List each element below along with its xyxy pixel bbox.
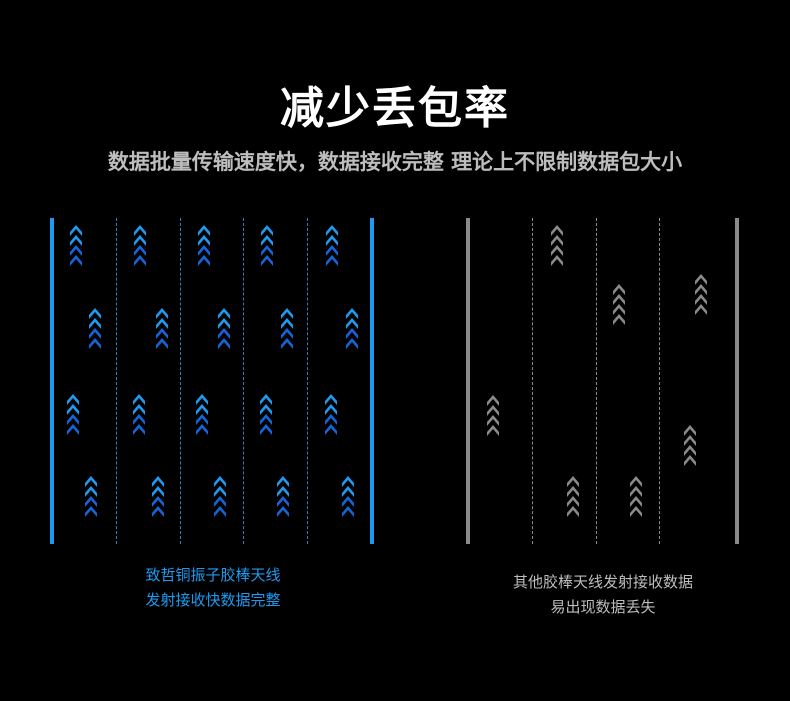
page-subtitle: 数据批量传输速度快，数据接收完整 理论上不限制数据包大小	[107, 150, 683, 174]
up-arrow-icon	[567, 475, 579, 519]
right-caption-line2: 易出现数据丢失	[550, 598, 656, 616]
right-caption-line1: 其他胶棒天线发射接收数据	[512, 573, 693, 591]
up-arrow-icon	[342, 475, 354, 519]
lane-divider	[116, 218, 117, 544]
left-caption: 致哲铜振子胶棒天线 发射接收快数据完整	[50, 563, 376, 613]
lane-divider	[659, 218, 660, 544]
up-arrow-icon	[551, 224, 563, 268]
lane-divider	[307, 218, 308, 544]
up-arrow-icon	[325, 393, 337, 437]
up-arrow-icon	[281, 307, 293, 351]
up-arrow-icon	[487, 394, 499, 438]
up-arrow-icon	[613, 283, 625, 327]
up-arrow-icon	[261, 224, 273, 268]
up-arrow-icon	[684, 424, 696, 468]
up-arrow-icon	[260, 393, 272, 437]
up-arrow-icon	[67, 393, 79, 437]
fast-transmission-diagram	[50, 218, 376, 544]
lane-divider	[596, 218, 597, 544]
left-panel-left-edge	[50, 218, 54, 544]
up-arrow-icon	[134, 224, 146, 268]
left-caption-line1: 致哲铜振子胶棒天线	[145, 566, 281, 584]
up-arrow-icon	[85, 475, 97, 519]
up-arrow-icon	[214, 475, 226, 519]
page-title: 减少丢包率	[280, 83, 510, 134]
up-arrow-icon	[218, 307, 230, 351]
up-arrow-icon	[695, 273, 707, 317]
lane-divider	[532, 218, 533, 544]
up-arrow-icon	[198, 224, 210, 268]
up-arrow-icon	[630, 475, 642, 519]
up-arrow-icon	[156, 307, 168, 351]
up-arrow-icon	[196, 393, 208, 437]
up-arrow-icon	[70, 224, 82, 268]
up-arrow-icon	[277, 475, 289, 519]
up-arrow-icon	[152, 475, 164, 519]
right-panel-right-edge	[735, 218, 739, 544]
lane-divider	[243, 218, 244, 544]
up-arrow-icon	[326, 224, 338, 268]
packet-loss-diagram	[466, 218, 740, 544]
up-arrow-icon	[346, 307, 358, 351]
left-panel-right-edge	[370, 218, 374, 544]
right-caption: 其他胶棒天线发射接收数据 易出现数据丢失	[466, 570, 740, 620]
lane-divider	[180, 218, 181, 544]
up-arrow-icon	[89, 307, 101, 351]
right-panel-left-edge	[466, 218, 470, 544]
up-arrow-icon	[133, 393, 145, 437]
left-caption-line2: 发射接收快数据完整	[145, 591, 281, 609]
